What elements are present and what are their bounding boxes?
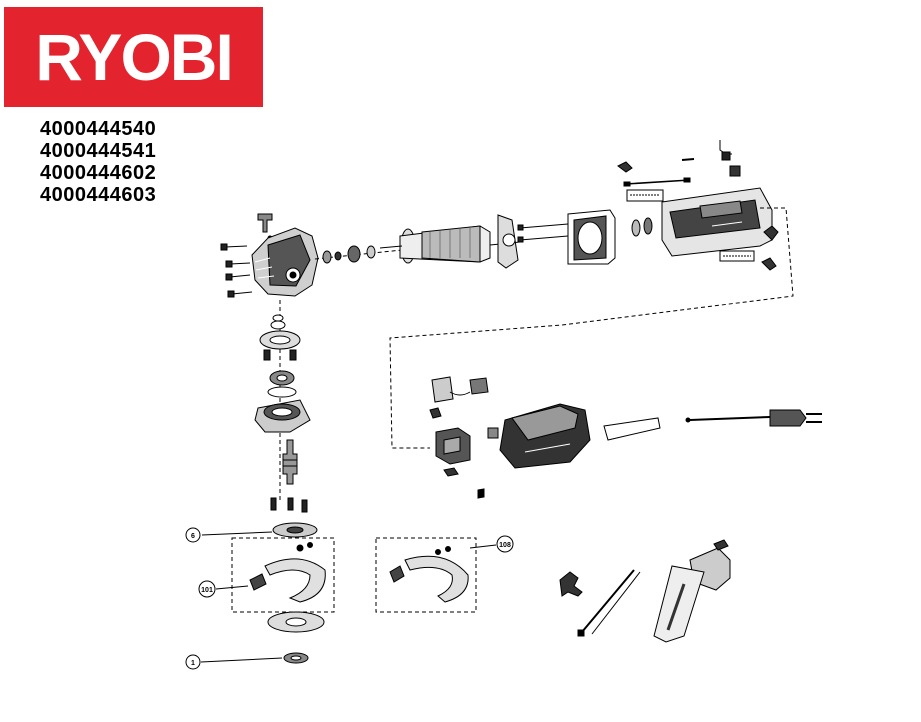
cable-tie	[577, 569, 641, 637]
callout-label: 101	[201, 587, 213, 594]
guard-kit-box-108	[375, 537, 477, 613]
wheel-guard	[215, 542, 326, 603]
logo-text: RYOBI	[35, 20, 234, 94]
spindle-lock-button	[257, 213, 273, 233]
bearing-plate	[259, 314, 301, 361]
spindle	[282, 439, 298, 485]
callout-1: 1	[185, 654, 201, 670]
alt-wheel-guard	[389, 544, 497, 603]
model-number: 4000444603	[40, 184, 157, 206]
grinding-disc	[267, 611, 325, 633]
housing-screws	[220, 243, 253, 298]
outer-flange-nut	[200, 652, 309, 664]
bevel-gear	[322, 245, 376, 264]
wrench	[559, 571, 583, 597]
cable-sleeve	[603, 417, 661, 441]
gear-housing	[251, 227, 319, 297]
switch-assembly	[429, 376, 499, 499]
callout-label: 6	[191, 533, 195, 540]
callout-6: 6	[185, 527, 201, 543]
callout-101: 101	[198, 580, 216, 598]
model-number-list: 4000444540 4000444541 4000444602 4000444…	[40, 118, 156, 206]
model-number: 4000444541	[40, 140, 157, 162]
model-number: 4000444602	[40, 162, 157, 184]
callout-label: 1	[191, 660, 195, 667]
stator	[567, 209, 616, 265]
motor-housing	[661, 187, 773, 257]
armature	[379, 225, 521, 264]
ryobi-logo: RYOBI	[4, 7, 263, 107]
guard-kit-box-101	[231, 537, 335, 613]
side-handle	[653, 539, 731, 643]
callout-108: 108	[496, 535, 514, 553]
bearing-cover	[254, 399, 311, 433]
callout-label: 108	[499, 542, 511, 549]
model-number: 4000444540	[40, 118, 157, 140]
output-bearing	[267, 370, 297, 398]
rear-housing	[499, 403, 591, 469]
guard-screws	[270, 497, 308, 513]
inner-flange	[201, 522, 318, 538]
rear-bearing	[631, 219, 641, 237]
brush-parts	[617, 140, 779, 271]
power-cord	[685, 409, 822, 427]
stator-screws	[517, 223, 569, 243]
